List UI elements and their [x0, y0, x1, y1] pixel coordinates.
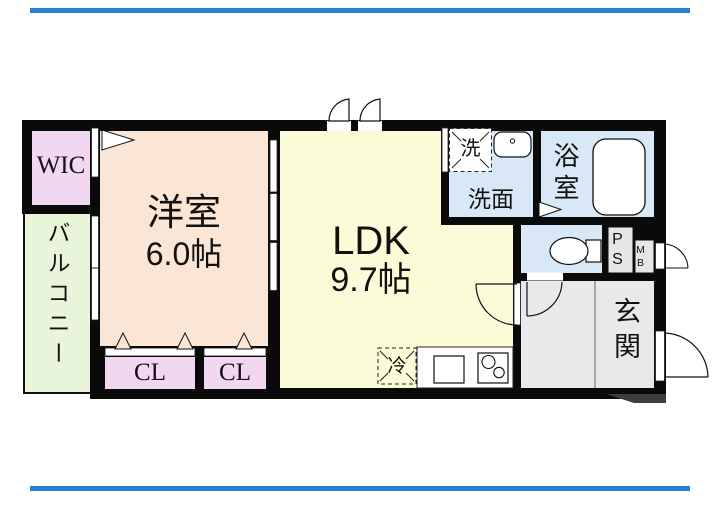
ldk-label: LDK	[332, 219, 410, 263]
wic-doorway	[91, 127, 99, 178]
closet-door-triangle-1	[114, 331, 132, 350]
washing-machine-label: 洗	[460, 138, 481, 160]
washroom-sink	[493, 131, 532, 158]
kitchen-sink	[433, 355, 465, 384]
closet-right-label: CL	[219, 359, 251, 386]
refrigerator-label: 冷	[387, 356, 407, 377]
closet-door-triangle-2	[176, 331, 194, 350]
ldk-top-door-opening-left	[327, 121, 351, 131]
bottom-accent-bar	[30, 486, 690, 491]
bathtub	[592, 138, 646, 216]
western-room	[100, 130, 268, 348]
closet-left-opening	[104, 347, 196, 357]
bath-door-marker	[538, 201, 563, 218]
washroom-doorway	[441, 127, 449, 173]
wic-room	[32, 130, 90, 205]
hall-top-opening	[527, 272, 563, 281]
ldk-top-door-opening-right	[358, 121, 382, 131]
hall-door-swing	[526, 281, 563, 317]
wall-wic-bottom	[22, 205, 100, 214]
sliding-door-panel-1	[269, 139, 278, 193]
pipe-space-label: PS	[609, 231, 626, 271]
closet-right-opening	[203, 347, 267, 357]
wall-bottom	[90, 388, 666, 399]
meter-box-door-swing	[663, 243, 689, 269]
bathroom-label: 浴室	[550, 142, 580, 206]
balcony-label: バルコニー	[44, 221, 70, 371]
entrance-shadow	[606, 394, 666, 403]
ldk-top-door-swing-right	[359, 98, 381, 122]
refrigerator	[377, 347, 417, 385]
washroom-label: 洗面	[468, 186, 514, 212]
sliding-door-panel-3	[269, 242, 278, 291]
western-room-size: 6.0帖	[145, 236, 223, 272]
meter-box-label: MB	[634, 244, 647, 270]
ldk-hall-doorway	[513, 282, 521, 326]
ldk-hall-door-swing	[475, 283, 518, 326]
closet-door-triangle-3	[235, 331, 253, 350]
meter-box-door-leaf	[655, 242, 665, 270]
toilet	[549, 236, 602, 266]
western-room-label: 洋室	[147, 192, 221, 233]
closet-left-room	[105, 357, 195, 389]
front-door-leaf	[655, 330, 665, 382]
wic-label: WIC	[36, 152, 86, 179]
wall-left-wic	[22, 120, 32, 214]
closet-right-room	[204, 357, 266, 389]
top-accent-bar	[30, 8, 690, 13]
entrance-label: 玄関	[610, 297, 640, 367]
wic-door-marker	[101, 129, 136, 151]
front-door-swing	[663, 332, 709, 378]
stove	[477, 352, 509, 384]
closet-left-label: CL	[134, 359, 166, 386]
entrance-room	[521, 281, 654, 389]
washing-machine	[449, 128, 492, 172]
pipe-space-box	[607, 226, 634, 274]
sliding-door-panel-2	[269, 193, 278, 241]
ldk-top-door-swing-left	[328, 98, 350, 122]
ldk-size: 9.7帖	[330, 261, 412, 299]
